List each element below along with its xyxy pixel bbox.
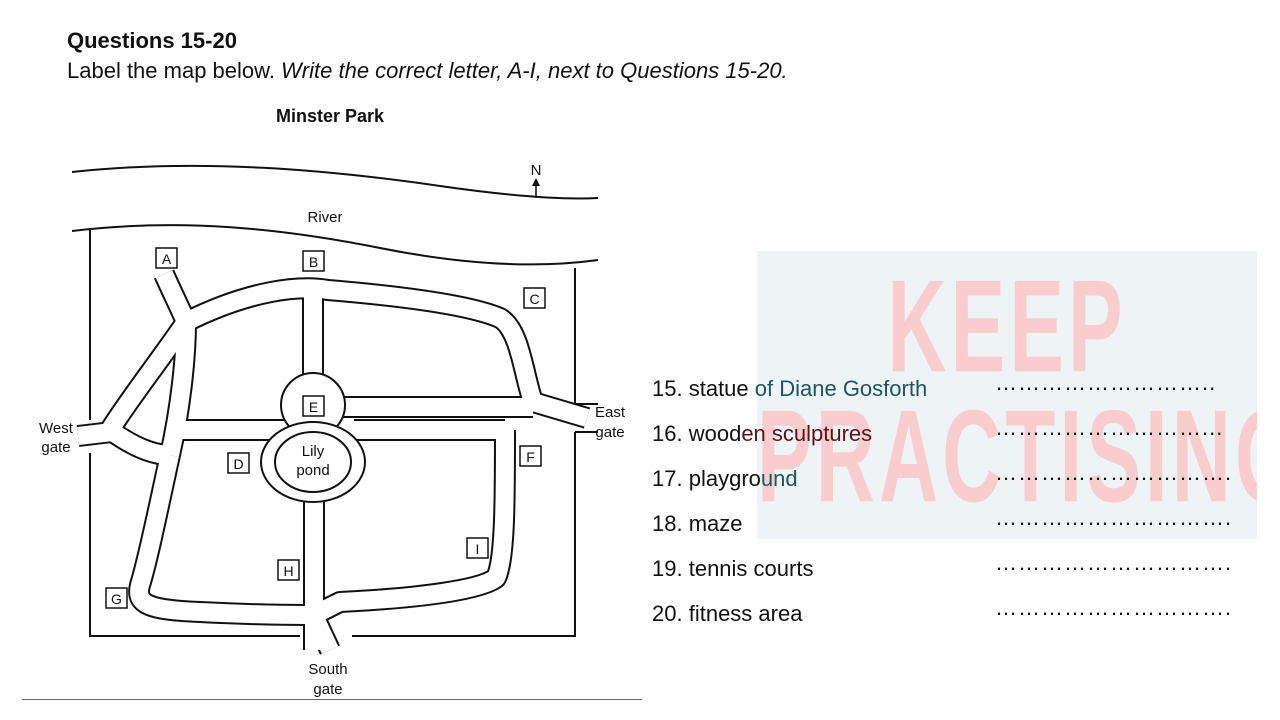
south-gate-line1: South bbox=[308, 661, 347, 678]
east-gate-line2: gate bbox=[595, 424, 624, 441]
answer-blank-20[interactable]: …………………………. bbox=[995, 595, 1233, 620]
answer-blank-19[interactable]: …………………………. bbox=[995, 550, 1233, 575]
north-label: N bbox=[531, 162, 542, 179]
pond-label-line1: Lily bbox=[302, 443, 325, 460]
svg-text:F: F bbox=[526, 449, 535, 465]
letter-box-e: E bbox=[302, 395, 325, 417]
question-label: 18. maze bbox=[652, 511, 743, 536]
question-16: 16. wooden sculptures ………………………... bbox=[652, 415, 1252, 464]
watermark-line1: KEEP bbox=[887, 254, 1127, 400]
svg-text:A: A bbox=[162, 251, 172, 267]
river-bank-south bbox=[71, 224, 599, 266]
map-title: Minster Park bbox=[275, 106, 385, 126]
question-label: 17. playground bbox=[652, 466, 798, 491]
letter-box-b: B bbox=[302, 250, 325, 272]
letter-box-h: H bbox=[277, 559, 300, 581]
question-label: 15. statue of Diane Gosforth bbox=[652, 376, 928, 401]
answer-blank-17[interactable]: …………………………. bbox=[995, 460, 1233, 485]
question-19: 19. tennis courts …………………………. bbox=[652, 550, 1252, 599]
west-gate-line2: gate bbox=[41, 439, 70, 456]
letter-box-f: F bbox=[519, 445, 542, 467]
letter-box-c: C bbox=[523, 287, 546, 309]
river-label: River bbox=[307, 209, 342, 226]
instructions: Label the map below. Write the correct l… bbox=[67, 58, 788, 84]
question-label: 19. tennis courts bbox=[652, 556, 814, 581]
svg-text:H: H bbox=[283, 563, 293, 579]
park-paths bbox=[76, 269, 591, 655]
question-list: 15. statue of Diane Gosforth ………………………..… bbox=[652, 370, 1252, 644]
question-20: 20. fitness area …………………………. bbox=[652, 595, 1252, 644]
question-label: 16. wooden sculptures bbox=[652, 421, 873, 446]
park-boundary bbox=[89, 228, 598, 637]
watermark: KEEP PRACTISING bbox=[757, 251, 1257, 539]
north-arrow-icon bbox=[532, 178, 540, 198]
instructions-plain: Label the map below. bbox=[67, 58, 282, 83]
svg-text:B: B bbox=[309, 254, 318, 270]
south-gate-line2: gate bbox=[313, 681, 342, 698]
watermark-line2: PRACTISING bbox=[757, 384, 1257, 530]
pond-label-line2: pond bbox=[296, 462, 329, 479]
answer-blank-18[interactable]: …………………………. bbox=[995, 505, 1233, 530]
letter-box-d: D bbox=[227, 452, 250, 474]
river-bank-north bbox=[71, 164, 599, 200]
question-label: 20. fitness area bbox=[652, 601, 803, 626]
letter-box-i: I bbox=[466, 537, 489, 559]
question-17: 17. playground …………………………. bbox=[652, 460, 1252, 509]
svg-text:I: I bbox=[476, 541, 480, 557]
question-15: 15. statue of Diane Gosforth ……………………….. bbox=[652, 370, 1252, 419]
svg-text:C: C bbox=[529, 291, 539, 307]
questions-heading: Questions 15-20 bbox=[67, 28, 237, 53]
answer-blank-16[interactable]: ………………………... bbox=[995, 415, 1224, 440]
west-gate-line1: West bbox=[39, 420, 74, 437]
east-gate-line1: East bbox=[595, 404, 626, 421]
instructions-italic: Write the correct letter, A-I, next to Q… bbox=[281, 58, 788, 83]
svg-text:E: E bbox=[309, 399, 318, 415]
lily-pond bbox=[274, 431, 352, 493]
question-18: 18. maze …………………………. bbox=[652, 505, 1252, 554]
bottom-divider bbox=[22, 699, 642, 700]
svg-text:D: D bbox=[233, 456, 243, 472]
svg-text:G: G bbox=[111, 591, 122, 607]
letter-box-g: G bbox=[105, 587, 128, 609]
answer-blank-15[interactable]: ……………………….. bbox=[995, 370, 1217, 395]
letter-box-a: A bbox=[155, 247, 178, 269]
